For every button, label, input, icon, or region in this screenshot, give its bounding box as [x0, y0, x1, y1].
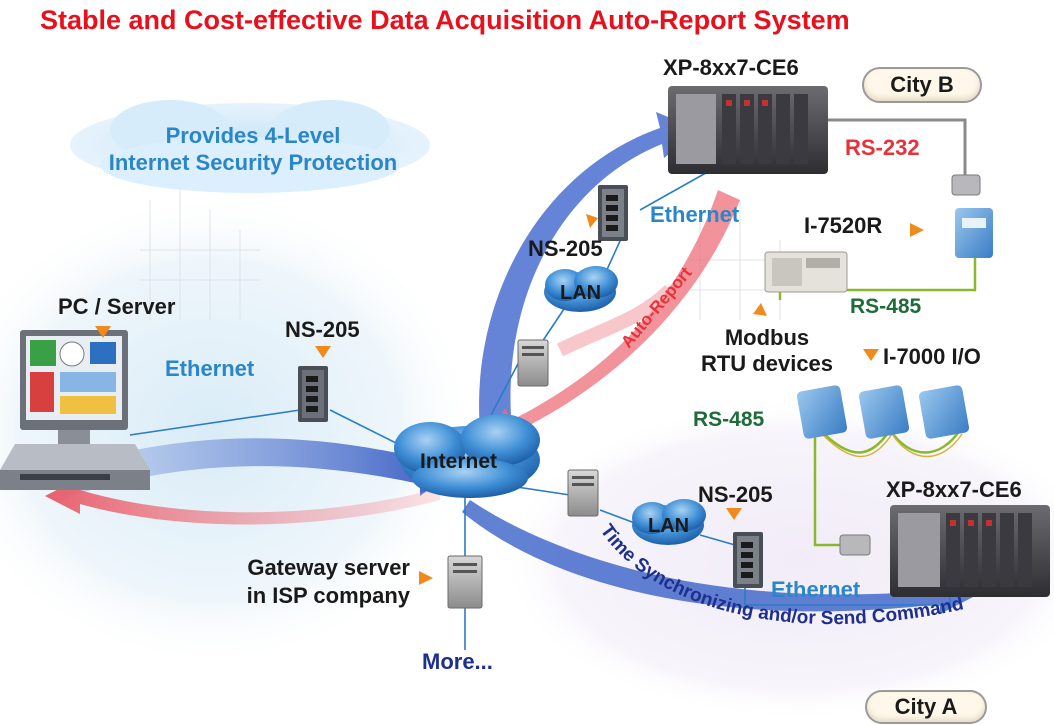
- gateway-label-line-1: Gateway server: [247, 555, 410, 580]
- xp-controller-bottom: [890, 505, 1050, 597]
- server-tower-top: [517, 339, 549, 387]
- rs232-connector: [951, 174, 981, 196]
- pc-server-label: PC / Server: [58, 294, 176, 319]
- gateway-label: Gateway server in ISP company: [218, 555, 410, 609]
- ethernet-bottom-label: Ethernet: [771, 577, 861, 602]
- internet-label: Internet: [420, 450, 498, 473]
- pointer-markers: [95, 214, 924, 585]
- ns205-left-switch: [298, 366, 328, 422]
- lan-cloud-bottom: [632, 499, 706, 545]
- right-glow: [500, 400, 1054, 720]
- ns205-bottom-label: NS-205: [698, 482, 773, 507]
- i7000-modules: [796, 385, 970, 439]
- ns205-bottom-switch: [733, 532, 763, 588]
- modbus-label: Modbus RTU devices: [692, 325, 842, 377]
- modbus-label-line-2: RTU devices: [700, 351, 834, 377]
- ns205-left-label: NS-205: [285, 317, 360, 342]
- xp-top-label: XP-8xx7-CE6: [663, 55, 799, 80]
- modbus-device: [764, 251, 848, 293]
- city-a-badge: City A: [865, 690, 987, 724]
- rs232-cable: [825, 118, 967, 175]
- rs232-label: RS-232: [845, 135, 920, 160]
- time-sync-label: Time Synchronizing and/or Send Command: [596, 521, 966, 629]
- ethernet-left-label: Ethernet: [165, 356, 255, 381]
- more-label: More...: [422, 649, 493, 674]
- security-cloud: [70, 100, 430, 193]
- lan-top-label: LAN: [560, 282, 602, 304]
- xp-bottom-label: XP-8xx7-CE6: [886, 477, 1022, 502]
- ns205-top-label: NS-205: [528, 236, 603, 261]
- left-glow: [0, 190, 480, 670]
- pc-server-icon: [0, 330, 150, 490]
- ethernet-top-label: Ethernet: [650, 202, 740, 227]
- lan-bottom-label: LAN: [648, 515, 690, 537]
- security-note: Provides 4-Level Internet Security Prote…: [88, 123, 418, 176]
- rs485-mid-label: RS-485: [693, 408, 765, 431]
- command-arc: [462, 500, 975, 614]
- security-note-line-2: Internet Security Protection: [108, 150, 398, 176]
- lan-cloud-top: [544, 266, 618, 312]
- i7520r-label: I-7520R: [804, 213, 883, 238]
- ns205-top-switch: [598, 185, 628, 241]
- upload-arrow: [60, 438, 455, 500]
- download-arrow: [45, 478, 440, 525]
- db9-connector: [839, 534, 871, 556]
- gateway-label-line-2: in ISP company: [246, 583, 410, 609]
- security-note-line-1: Provides 4-Level: [165, 123, 341, 148]
- modbus-label-line-1: Modbus: [724, 325, 810, 350]
- xp-controller-top: [668, 86, 828, 174]
- i7000-label: I-7000 I/O: [883, 344, 981, 369]
- page-title: Stable and Cost-effective Data Acquisiti…: [40, 5, 850, 35]
- city-b-badge: City B: [862, 67, 982, 103]
- gateway-server-icon: [447, 555, 483, 609]
- internet-cloud: [394, 414, 540, 498]
- i7520r-module: [955, 208, 993, 258]
- server-tower-bottom: [567, 469, 599, 517]
- rs485-top-label: RS-485: [850, 295, 922, 318]
- time-sync-text: Time Synchronizing and/or Send Command: [596, 521, 966, 629]
